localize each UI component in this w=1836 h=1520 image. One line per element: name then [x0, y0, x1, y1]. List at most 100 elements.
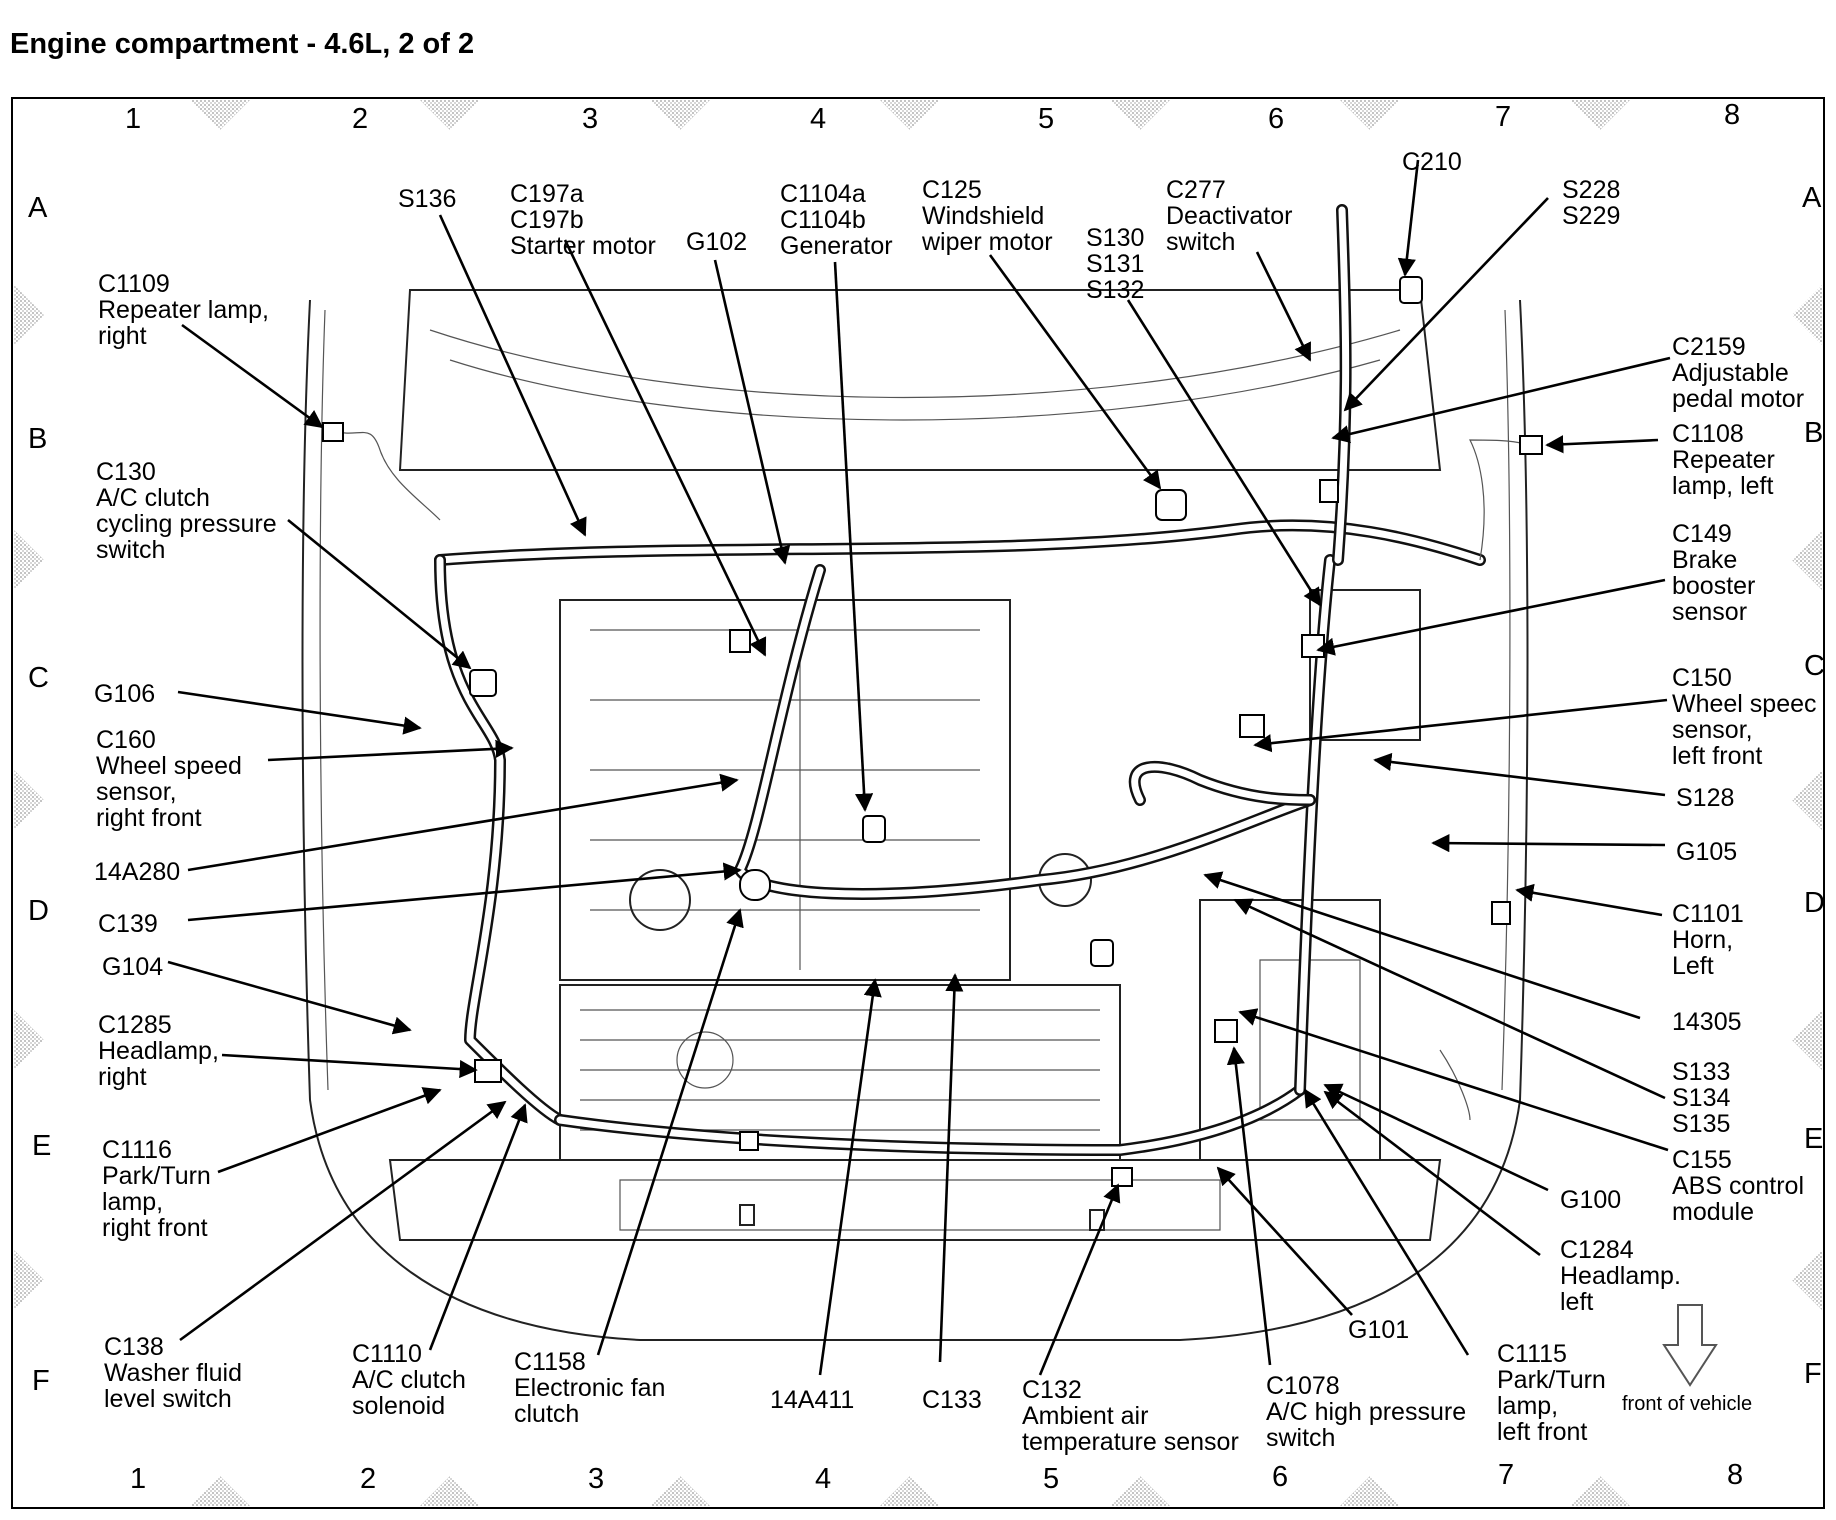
label-deactivator: Deactivator: [1166, 202, 1292, 230]
row-right-F: F: [1804, 1358, 1822, 1390]
col-top-8: 8: [1724, 99, 1740, 131]
label-s130: S130: [1086, 224, 1144, 252]
label-c1116-lamp: lamp,: [102, 1188, 163, 1216]
col-top-6: 6: [1268, 103, 1284, 135]
label-lamp-left: lamp, left: [1672, 472, 1773, 500]
label-14a411: 14A411: [770, 1386, 854, 1414]
label-solenoid: solenoid: [352, 1392, 445, 1420]
label-c149: C149: [1672, 520, 1732, 548]
label-c1285: C1285: [98, 1011, 172, 1039]
label-c1116: C1116: [102, 1136, 172, 1164]
label-c1104b: C1104b: [780, 206, 866, 234]
label-c210: C210: [1402, 148, 1462, 176]
label-s133: S133: [1672, 1058, 1730, 1086]
label-s135: S135: [1672, 1110, 1730, 1138]
row-left-D: D: [28, 895, 49, 927]
label-c277: C277: [1166, 176, 1226, 204]
label-c1115-lamp: lamp,: [1497, 1392, 1558, 1420]
label-booster: booster: [1672, 572, 1755, 600]
label-s228: S228: [1562, 176, 1620, 204]
label-g101: G101: [1348, 1316, 1409, 1344]
row-left-F: F: [32, 1365, 50, 1397]
label-cycling-pressure: cycling pressure: [96, 510, 277, 538]
label-c160-sensor: sensor,: [96, 778, 177, 806]
grid-labels: 1 2 3 4 5 6 7 8 1 2 3 4 5 6 7 8 A B C D …: [28, 99, 1825, 1495]
col-top-4: 4: [810, 103, 826, 135]
label-c197a: C197a: [510, 180, 584, 208]
label-ac-clutch: A/C clutch: [96, 484, 210, 512]
label-g102: G102: [686, 228, 747, 256]
label-deactivator-switch: switch: [1166, 228, 1235, 256]
label-c1115: C1115: [1497, 1340, 1567, 1368]
label-abs-control: ABS control: [1672, 1172, 1804, 1200]
label-s136: S136: [398, 185, 456, 213]
label-s131: S131: [1086, 250, 1144, 278]
label-windshield: Windshield: [922, 202, 1044, 230]
label-14305: 14305: [1672, 1008, 1742, 1036]
label-ac-high-pressure: A/C high pressure: [1266, 1398, 1466, 1426]
label-c155: C155: [1672, 1146, 1732, 1174]
row-right-E: E: [1804, 1123, 1823, 1155]
label-ac-clutch-solenoid-1: A/C clutch: [352, 1366, 466, 1394]
down-arrow-icon: [1662, 1304, 1718, 1387]
label-c1158: C1158: [514, 1348, 586, 1376]
connectors: [322, 276, 1543, 1187]
label-s229: S229: [1562, 202, 1620, 230]
col-bottom-8: 8: [1727, 1459, 1743, 1491]
label-c160: C160: [96, 726, 156, 754]
label-right-front: right front: [96, 804, 202, 832]
label-washer-fluid: Washer fluid: [104, 1359, 242, 1387]
col-bottom-2: 2: [360, 1463, 376, 1495]
label-c130: C130: [96, 458, 156, 486]
label-park-turn-right: Park/Turn: [102, 1162, 211, 1190]
label-s128: S128: [1676, 784, 1734, 812]
label-starter-motor: Starter motor: [510, 232, 656, 260]
col-top-5: 5: [1038, 103, 1054, 135]
label-wiper-motor: wiper motor: [921, 228, 1053, 256]
label-c1078-switch: switch: [1266, 1424, 1335, 1452]
row-right-B: B: [1804, 417, 1823, 449]
label-horn-left: Left: [1672, 952, 1714, 980]
label-c2159: C2159: [1672, 333, 1746, 361]
label-left-front: left front: [1672, 742, 1762, 770]
label-g105: G105: [1676, 838, 1737, 866]
col-top-7: 7: [1495, 101, 1511, 133]
label-14a280: 14A280: [94, 858, 180, 886]
label-repeater-lamp-right: Repeater lamp,: [98, 296, 269, 324]
label-c125: C125: [922, 176, 982, 204]
col-top-2: 2: [352, 103, 368, 135]
row-right-C: C: [1804, 650, 1825, 682]
label-c197b: C197b: [510, 206, 584, 234]
label-g106: G106: [94, 680, 155, 708]
label-c1101: C1101: [1672, 900, 1744, 928]
row-right-D: D: [1804, 887, 1825, 919]
col-bottom-7: 7: [1498, 1459, 1514, 1491]
label-c132: C132: [1022, 1376, 1082, 1404]
label-wheel-speed: Wheel speed: [96, 752, 242, 780]
label-generator: Generator: [780, 232, 893, 260]
label-c149-sensor: sensor: [1672, 598, 1747, 626]
col-bottom-1: 1: [130, 1463, 146, 1495]
row-left-B: B: [28, 423, 47, 455]
label-module: module: [1672, 1198, 1754, 1226]
row-left-A: A: [28, 192, 48, 224]
label-wheel-speec: Wheel speec: [1672, 690, 1817, 718]
label-repeater: Repeater: [1672, 446, 1775, 474]
label-c1109: C1109: [98, 270, 170, 298]
label-s134: S134: [1672, 1084, 1730, 1112]
callouts: S136 C197a C197b Starter motor G102 C110…: [94, 148, 1817, 1456]
label-adjustable: Adjustable: [1672, 359, 1789, 387]
label-c1104a: C1104a: [780, 180, 866, 208]
label-c1110: C1110: [352, 1340, 422, 1368]
label-g100: G100: [1560, 1186, 1621, 1214]
diagram-frame: [11, 97, 1825, 1509]
col-bottom-4: 4: [815, 1463, 831, 1495]
label-c133: C133: [922, 1386, 982, 1414]
label-front-of-vehicle: front of vehicle: [1622, 1393, 1752, 1415]
label-c130-switch: switch: [96, 536, 165, 564]
label-left-front-c1115: left front: [1497, 1418, 1587, 1446]
label-horn: Horn,: [1672, 926, 1733, 954]
label-temperature-sensor: temperature sensor: [1022, 1428, 1239, 1456]
label-brake: Brake: [1672, 546, 1737, 574]
